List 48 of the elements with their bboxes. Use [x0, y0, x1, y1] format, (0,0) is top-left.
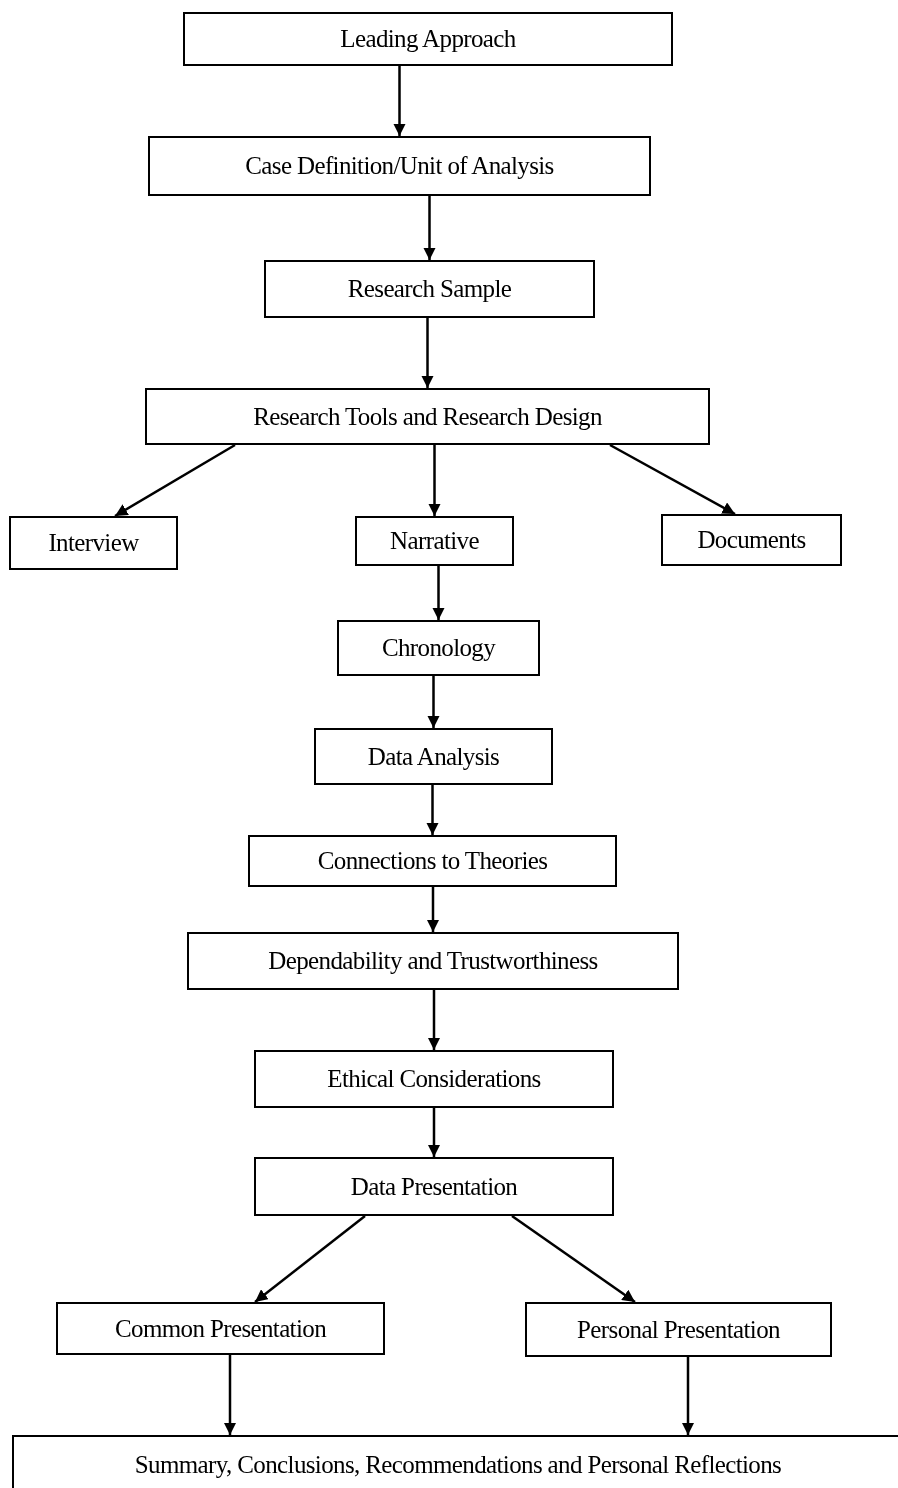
arrow [426, 785, 439, 835]
process-box [145, 388, 710, 445]
process-box [314, 728, 553, 785]
process-box [12, 1435, 898, 1488]
process-box [9, 516, 178, 570]
box-label: Leading Approach [340, 24, 516, 55]
process-box [56, 1302, 385, 1355]
arrow [609, 443, 736, 516]
process-box [525, 1302, 832, 1357]
process-box [148, 136, 651, 196]
box-label: Narrative [390, 526, 479, 557]
arrow [427, 990, 441, 1050]
process-box [248, 835, 617, 887]
arrow [254, 1215, 366, 1303]
process-box [254, 1050, 614, 1108]
box-label: Data Presentation [350, 1171, 518, 1202]
process-box [187, 932, 679, 990]
arrow [511, 1214, 636, 1304]
arrow [681, 1357, 695, 1435]
box-label: Chronology [381, 633, 496, 664]
process-box [661, 514, 842, 566]
box-label: Data Analysis [367, 741, 500, 772]
process-box [254, 1157, 614, 1216]
arrow [427, 676, 440, 728]
process-box [264, 260, 595, 318]
box-label: Research Sample [347, 274, 512, 305]
arrow [426, 887, 440, 932]
arrow [223, 1355, 237, 1435]
box-label: Common Presentation [115, 1313, 326, 1344]
box-label: Case Definition/Unit of Analysis [245, 151, 554, 182]
arrow [421, 318, 434, 388]
box-label: Dependability and Trustworthiness [268, 946, 598, 977]
box-label: Personal Presentation [577, 1314, 780, 1345]
arrow [432, 566, 445, 620]
box-label: Summary, Conclusions, Recommendations and Personal Reflections [134, 1450, 782, 1480]
arrow [427, 1108, 441, 1157]
box-label: Connections to Theories [317, 846, 548, 877]
arrow [428, 445, 441, 516]
box-label: Documents [697, 525, 806, 556]
arrow [393, 66, 406, 136]
box-label: Interview [48, 528, 139, 559]
arrow [114, 443, 236, 518]
process-box [337, 620, 540, 676]
box-label: Ethical Considerations [327, 1064, 541, 1095]
arrow [423, 196, 436, 260]
box-label: Research Tools and Research Design [253, 401, 602, 432]
process-box [183, 12, 673, 66]
process-box [355, 516, 514, 566]
